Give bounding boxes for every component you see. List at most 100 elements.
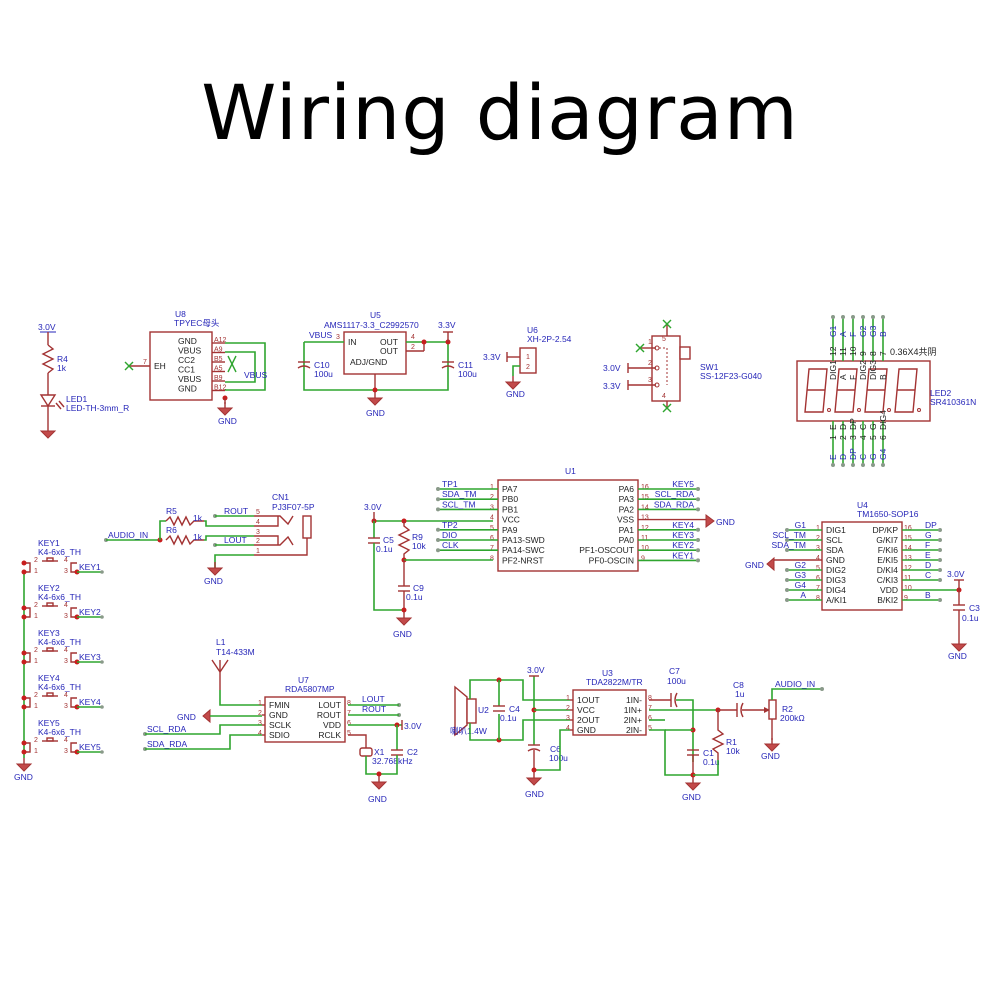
pin-label: 1IN+ <box>624 705 642 715</box>
net-label: DP <box>848 448 858 460</box>
pin-label: 1IN- <box>626 695 642 705</box>
pin-end <box>861 463 865 467</box>
net-end <box>785 588 789 592</box>
part-label: XH-2P-2.54 <box>527 334 572 344</box>
pin-number: 5 <box>816 565 820 572</box>
net-end <box>696 497 700 502</box>
key-lead <box>24 697 31 708</box>
pin-label: DIG1 <box>828 360 838 380</box>
net-label: GND <box>506 389 525 399</box>
net-label: SDA_TM <box>772 540 806 550</box>
value-label: 0.1u <box>500 713 517 723</box>
key-part-label: K4-6x6_TH <box>38 727 81 737</box>
pin-number: 3 <box>566 715 570 722</box>
value-label: 0.1u <box>962 613 979 623</box>
ground-icon <box>396 611 412 626</box>
value-label: 10k <box>726 746 740 756</box>
pin-end <box>851 463 855 467</box>
pin-number: 4 <box>816 555 820 562</box>
key-ref-label: KEY2 <box>38 583 60 593</box>
pin-number: 5 <box>490 525 494 532</box>
pin-number: 9 <box>904 595 908 602</box>
ground-icon <box>705 514 715 528</box>
net-label: GND <box>393 629 412 639</box>
net-label-audio-in: AUDIO_IN <box>775 679 815 689</box>
value-label: 100u <box>458 369 477 379</box>
net-end <box>938 578 942 582</box>
value-label: 1u <box>735 689 745 699</box>
part-label: T14-433M <box>216 647 255 657</box>
ground-icon <box>766 556 775 572</box>
crystal-x1 <box>359 747 373 757</box>
pin-number: 11 <box>641 535 648 542</box>
net-label: D <box>838 454 848 460</box>
part-label: TDA2822M/TR <box>586 677 643 687</box>
pin-number: 7 <box>143 359 147 366</box>
pin-label: GND <box>826 555 845 565</box>
net-label: SCL_TM <box>772 530 806 540</box>
amplifier-u3: U2 喇叭1.4W C4 0.1u 3.0V C6 100u GND U3 TD… <box>450 665 824 802</box>
ref-label: R6 <box>166 525 177 535</box>
driver-u4: U4 TM1650-SOP16 DIG11G1SCL2SCL_TMSDA3SDA… <box>745 500 980 661</box>
pin-number: 12 <box>641 525 649 532</box>
pin-number: 1 <box>258 700 262 707</box>
ref-label: C6 <box>550 744 561 754</box>
pin-number: 3 <box>64 658 68 665</box>
junction <box>21 605 27 611</box>
net-label: KEY5 <box>672 479 694 489</box>
pin-label: PA14-SWC <box>502 545 545 555</box>
pin-number: 3 <box>490 504 494 511</box>
net-end <box>938 558 942 562</box>
pin-number: 4 <box>411 334 415 341</box>
pin-label: FMIN <box>269 700 290 710</box>
net-label: KEY3 <box>672 530 694 540</box>
pin-number: 2 <box>490 494 494 501</box>
net-end <box>938 598 942 602</box>
net-label: G3 <box>795 570 807 580</box>
net-label: G2 <box>858 325 868 337</box>
connector-u6: U6 XH-2P-2.54 3.3V 1 2 GND <box>483 325 572 399</box>
pin-number: 4 <box>64 737 68 744</box>
pin-number: 2 <box>34 647 38 654</box>
digit-segment <box>864 368 888 413</box>
ref-label: C1 <box>703 748 714 758</box>
net-label: SDA_RDA <box>654 499 694 509</box>
net-label: G1 <box>828 325 838 337</box>
part-label: 喇叭1.4W <box>450 726 487 736</box>
junction <box>21 650 27 656</box>
pin-label: E <box>828 424 838 430</box>
junction <box>21 569 27 575</box>
pin-number: 4 <box>64 647 68 654</box>
resistor-r4 <box>41 344 55 374</box>
net-label: C <box>925 570 931 580</box>
net-label: SDA_TM <box>442 489 476 499</box>
pin-number: 12 <box>828 346 838 356</box>
ref-label: U1 <box>565 466 576 476</box>
key-actuator <box>46 692 54 697</box>
pin-label: VDD <box>880 585 898 595</box>
pin-label: GND <box>577 725 596 735</box>
part-label: AMS1117-3.3_C2992570 <box>324 320 419 330</box>
pin-end <box>831 463 835 467</box>
key-actuator <box>46 647 54 652</box>
value-label: 0.1u <box>406 592 423 602</box>
net-end <box>785 568 789 572</box>
ground-icon <box>764 737 780 752</box>
pin-number: 10 <box>904 585 912 592</box>
potentiometer-r2 <box>768 699 777 720</box>
pin-label: PA1 <box>619 525 635 535</box>
net-end <box>785 598 789 602</box>
pin-number: 8 <box>347 700 351 707</box>
value-label: 10k <box>412 541 426 551</box>
net-label: TP1 <box>442 479 458 489</box>
ref-label: R5 <box>166 506 177 516</box>
pin-number: 1 <box>566 695 570 702</box>
key-lead <box>24 742 31 753</box>
pin-number: 5 <box>347 730 351 737</box>
net-label: GND <box>745 560 764 570</box>
net-label: LOUT <box>362 694 385 704</box>
net-label: ROUT <box>362 704 386 714</box>
key-lead <box>70 607 77 618</box>
pin-number: 9 <box>858 351 868 356</box>
value-label: 0.1u <box>703 757 720 767</box>
